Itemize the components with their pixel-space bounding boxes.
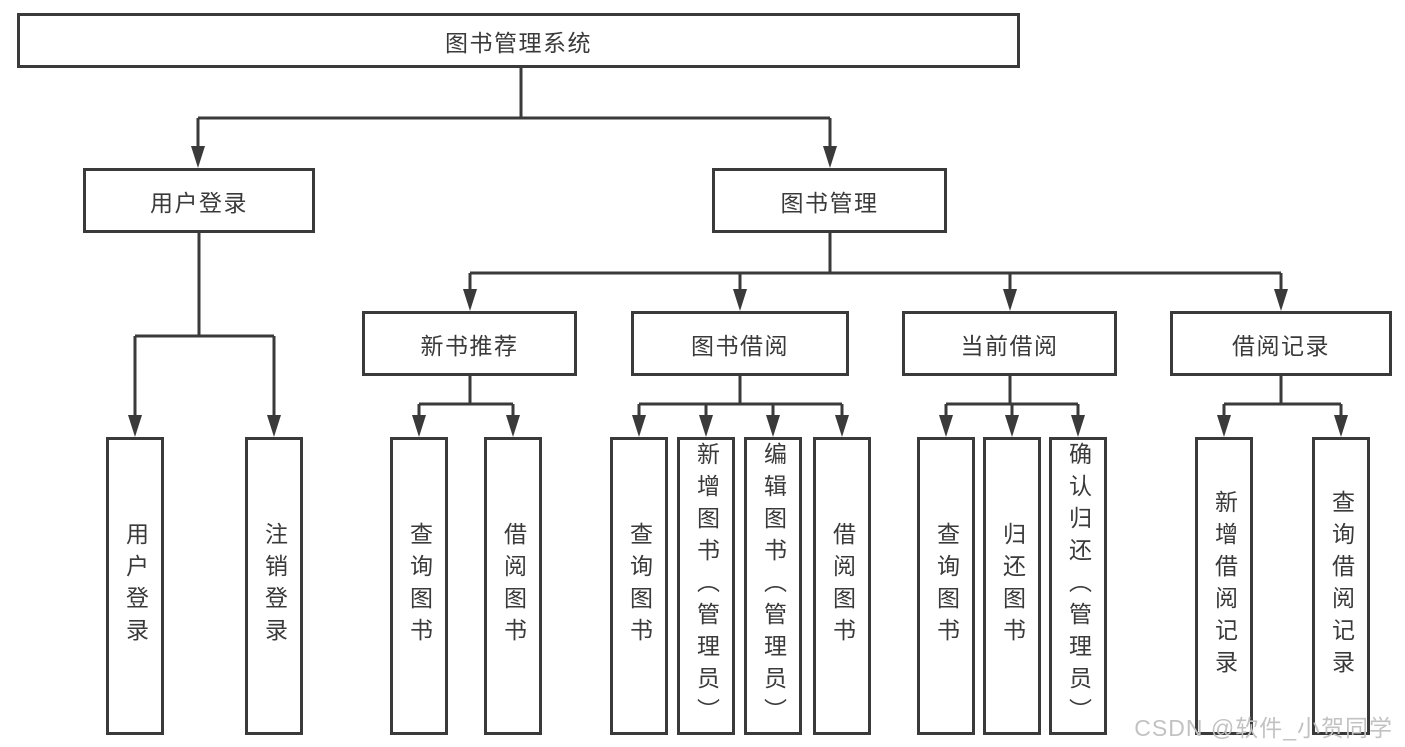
leaf-borrow-edit-books-admin: 编辑图书（管理员） — [744, 437, 802, 735]
leaf-current-return-books: 归还图书 — [983, 437, 1041, 735]
node-book-management-label: 图书管理 — [780, 189, 879, 216]
leaf-record-query-borrow-record: 查询借阅记录 — [1312, 437, 1370, 735]
leaf-borrow-query-books: 查询图书 — [610, 437, 668, 735]
leaf-record-add-borrow-record: 新增借阅记录 — [1195, 437, 1253, 735]
leaf-user-login-label: 用户登录 — [122, 522, 149, 650]
node-borrow-record-label: 借阅记录 — [1232, 332, 1330, 359]
leaf-newrec-query-books: 查询图书 — [390, 437, 448, 735]
connector-paths — [133, 68, 1343, 418]
leaf-user-login: 用户登录 — [106, 437, 164, 735]
watermark-text: CSDN @软件_小贺同学 — [1134, 715, 1393, 741]
node-current-borrow-label: 当前借阅 — [960, 332, 1059, 359]
node-root-label: 图书管理系统 — [445, 29, 592, 56]
node-user-login-label: 用户登录 — [150, 189, 248, 216]
leaf-logout: 注销登录 — [245, 437, 303, 735]
leaf-current-return-books-label: 归还图书 — [999, 522, 1026, 650]
leaf-borrow-borrow-books: 借阅图书 — [813, 437, 871, 735]
leaf-newrec-query-books-label: 查询图书 — [406, 522, 433, 650]
leaf-logout-label: 注销登录 — [261, 522, 288, 650]
arrowheads — [128, 146, 1348, 437]
leaf-record-add-borrow-record-label: 新增借阅记录 — [1211, 490, 1238, 682]
leaf-current-query-books: 查询图书 — [917, 437, 975, 735]
leaf-borrow-add-books-admin: 新增图书（管理员） — [677, 437, 735, 735]
leaf-newrec-borrow-books: 借阅图书 — [484, 437, 542, 735]
node-new-book-recommend-label: 新书推荐 — [420, 332, 519, 359]
leaf-newrec-borrow-books-label: 借阅图书 — [500, 522, 527, 650]
leaf-current-confirm-return-admin: 确认归还（管理员） — [1049, 437, 1107, 735]
node-new-book-recommend: 新书推荐 — [362, 311, 577, 376]
leaf-current-query-books-label: 查询图书 — [933, 522, 960, 650]
node-current-borrow: 当前借阅 — [902, 311, 1117, 376]
leaf-borrow-borrow-books-label: 借阅图书 — [829, 522, 856, 650]
node-user-login: 用户登录 — [83, 168, 315, 233]
leaf-borrow-edit-books-admin-label: 编辑图书（管理员） — [760, 442, 787, 730]
node-book-management: 图书管理 — [712, 168, 947, 233]
leaf-borrow-add-books-admin-label: 新增图书（管理员） — [693, 442, 720, 730]
node-book-borrow-label: 图书借阅 — [691, 332, 789, 359]
leaf-borrow-query-books-label: 查询图书 — [626, 522, 653, 650]
node-book-borrow: 图书借阅 — [631, 311, 849, 376]
node-root: 图书管理系统 — [17, 13, 1020, 68]
node-borrow-record: 借阅记录 — [1170, 311, 1392, 376]
leaf-current-confirm-return-admin-label: 确认归还（管理员） — [1065, 442, 1092, 730]
leaf-record-query-borrow-record-label: 查询借阅记录 — [1328, 490, 1355, 682]
